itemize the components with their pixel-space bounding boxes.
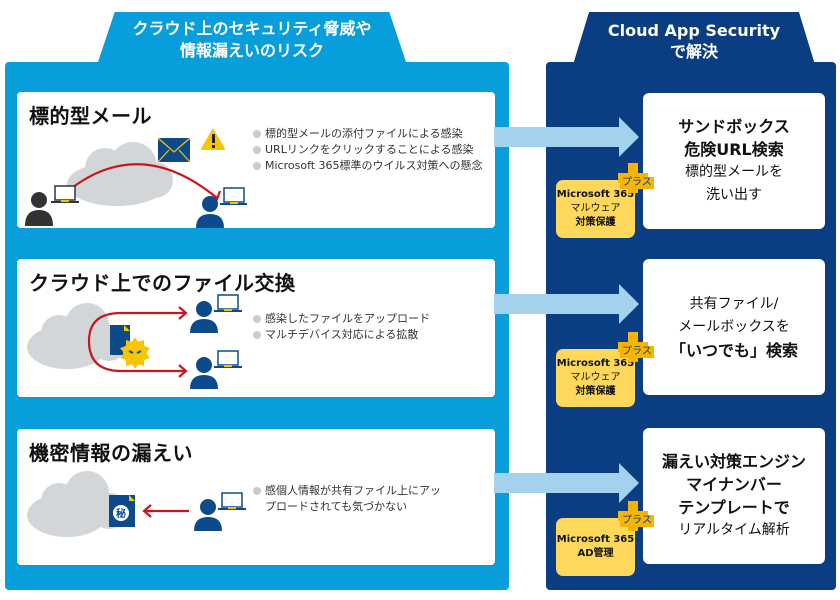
targeted-email-illustration	[25, 129, 247, 228]
solution-card-dlp: 漏えい対策エンジン マイナンバー テンプレートで リアルタイム解析	[643, 428, 825, 564]
user-icon	[190, 350, 242, 389]
plus-label: プラス	[620, 346, 654, 358]
solution-line: 共有ファイル/	[689, 295, 779, 312]
left-header-line1: クラウド上のセキュリティ脅威や	[132, 19, 372, 38]
data-leak-illustration: 秘	[27, 471, 246, 537]
victim-user-icon	[196, 187, 247, 228]
solution-line: 漏えい対策エンジン	[661, 452, 806, 471]
solution-line: サンドボックス	[678, 117, 790, 136]
solution-line: 洗い出す	[706, 187, 762, 203]
solution-card-search: 共有ファイル/ メールボックスを 「いつでも」検索	[643, 259, 825, 395]
plus-label: プラス	[620, 177, 654, 189]
solution-line: メールボックスを	[678, 318, 790, 335]
solution-line: リアルタイム解析	[678, 522, 790, 538]
microsoft-365-badge: Microsoft 365 AD管理	[556, 518, 635, 576]
bullet-item: 感染したファイルをアップロード	[253, 311, 485, 327]
red-loop-arrow	[87, 311, 185, 373]
arrow-right-icon	[494, 284, 639, 324]
solution-line: 「いつでも」検索	[669, 340, 798, 360]
problem-bullets: 感個人情報が共有ファイル上にアップロードされても気づかない	[253, 483, 443, 515]
problem-bullets: 感染したファイルをアップロード マルチデバイス対応による拡散	[253, 311, 485, 343]
microsoft-365-badge: Microsoft 365 マルウェア 対策保護	[556, 349, 635, 407]
microsoft-365-badge: Microsoft 365 マルウェア 対策保護	[556, 180, 635, 238]
problem-bullets: 標的型メールの添付ファイルによる感染 URLリンクをクリックすることによる感染 …	[253, 126, 485, 174]
solution-line: テンプレートで	[678, 498, 790, 517]
badge-line2: AD管理	[577, 548, 614, 559]
right-header-line1: Cloud App Security	[607, 21, 781, 40]
right-header-tab	[572, 12, 816, 68]
arrow-right-icon	[494, 463, 639, 503]
attacker-user-icon	[25, 185, 79, 226]
badge-line1: Microsoft 365	[556, 534, 635, 545]
problem-title: クラウド上でのファイル交換	[29, 271, 296, 295]
badge-line1: Microsoft 365	[556, 189, 635, 200]
file-exchange-illustration	[27, 294, 242, 389]
envelope-icon	[157, 137, 191, 163]
badge-line2: マルウェア	[570, 203, 621, 214]
cloud-icon	[67, 142, 173, 206]
badge-line2: マルウェア	[570, 372, 621, 383]
badge-line3: 対策保護	[575, 217, 616, 228]
solution-card-sandbox: サンドボックス 危険URL検索 標的型メールを 洗い出す	[643, 93, 825, 229]
badge-line3: 対策保護	[575, 386, 616, 397]
user-icon	[194, 492, 246, 531]
solution-line: マイナンバー	[686, 475, 782, 494]
arrow-right-icon	[494, 117, 639, 157]
warning-icon	[201, 129, 225, 150]
user-icon	[190, 294, 242, 333]
left-header-line2: 情報漏えいのリスク	[179, 41, 324, 60]
problem-title: 機密情報の漏えい	[29, 441, 193, 465]
solution-line: 標的型メールを	[685, 164, 783, 180]
bullet-item: URLリンクをクリックすることによる感染	[253, 142, 485, 158]
problem-card-targeted-email: 標的型メール	[17, 92, 495, 228]
solution-line: 危険URL検索	[684, 140, 784, 159]
right-header-title: Cloud App Security で解決	[572, 20, 816, 62]
confidential-mark: 秘	[116, 507, 126, 520]
bullet-item: 感個人情報が共有ファイル上にアップロードされても気づかない	[253, 483, 443, 515]
right-header-line2: で解決	[669, 42, 718, 61]
malware-icon	[120, 337, 150, 369]
problem-card-data-leak: 機密情報の漏えい 秘 感個人情報が共有ファイル上にアップロードされても気づかない	[17, 429, 495, 565]
left-header-title: クラウド上のセキュリティ脅威や 情報漏えいのリスク	[96, 18, 408, 62]
confidential-file-icon: 秘	[109, 495, 135, 527]
problem-card-file-exchange: クラウド上でのファイル交換	[17, 259, 495, 397]
bullet-item: 標的型メールの添付ファイルによる感染	[253, 126, 485, 142]
left-header-tab	[96, 12, 408, 68]
bullet-item: マルチデバイス対応による拡散	[253, 327, 485, 343]
bullet-item: Microsoft 365標準のウイルス対策への懸念	[253, 158, 485, 174]
badge-line1: Microsoft 365	[556, 358, 635, 369]
red-arrow	[62, 163, 218, 199]
plus-label: プラス	[620, 515, 654, 527]
problem-title: 標的型メール	[29, 104, 152, 128]
